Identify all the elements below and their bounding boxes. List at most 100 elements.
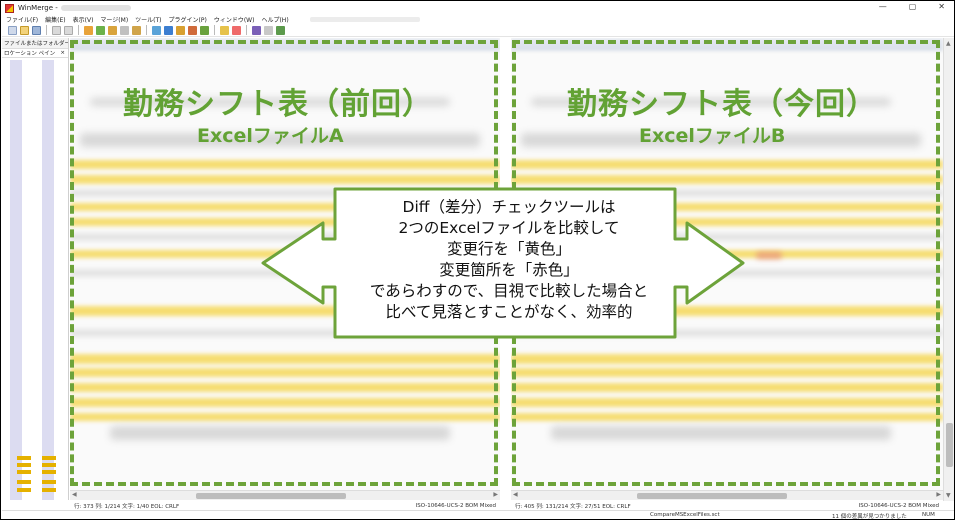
footer-filename: CompareMSExcelFiles.sct — [650, 512, 720, 518]
location-bar-right — [42, 60, 54, 500]
refresh-icon[interactable] — [252, 25, 261, 35]
location-pane-close-icon[interactable]: × — [60, 50, 65, 56]
right-status-position: 行: 405 列: 131/214 文字: 27/51 EOL: CRLF — [515, 503, 631, 510]
close-button[interactable]: ✕ — [938, 2, 945, 11]
maximize-button[interactable]: ▢ — [908, 2, 917, 11]
scroll-left-icon[interactable]: ◀ — [513, 491, 518, 498]
location-diff-mark — [42, 463, 56, 467]
undo-icon[interactable] — [52, 25, 61, 35]
right-pane-title: 勤務シフト表（今回） — [567, 87, 877, 122]
scroll-right-icon[interactable]: ▶ — [493, 491, 498, 498]
location-diff-mark — [42, 488, 56, 492]
location-pane: ファイルまたはフォルダーの ロケーション ペイン × — [2, 38, 69, 500]
menu-tools[interactable]: ツール(T) — [135, 16, 162, 24]
minimize-button[interactable]: — — [878, 2, 887, 11]
menu-view[interactable]: 表示(V) — [72, 16, 94, 24]
changed-row — [70, 218, 500, 226]
location-pane-map[interactable] — [4, 60, 67, 500]
copy-left-advance-icon[interactable] — [188, 25, 197, 35]
footer-status-bar: CompareMSExcelFiles.sct 11 個の差異が見つかりました … — [2, 510, 954, 520]
callout-line: 変更箇所を「赤色」 — [439, 261, 579, 279]
right-pane-subtitle: ExcelファイルB — [639, 125, 786, 147]
blurred-content — [521, 133, 921, 147]
left-status-encoding: ISO-10646-UCS-2 BOM Mixed — [415, 502, 496, 509]
vertical-scrollbar[interactable]: ▲ ▼ — [943, 38, 954, 501]
callout-line: Diff（差分）チェックツールは — [402, 198, 616, 216]
copy-right-advance-icon[interactable] — [176, 25, 185, 35]
compare-icon[interactable] — [264, 25, 273, 35]
plugin-icon[interactable] — [276, 25, 285, 35]
save-icon[interactable] — [32, 25, 41, 35]
vertical-scroll-thumb[interactable] — [946, 423, 953, 467]
toolbar — [2, 24, 954, 37]
right-horizontal-scroll-thumb[interactable] — [637, 493, 787, 499]
toolbar-separator — [78, 25, 79, 35]
prev-diff-icon[interactable] — [96, 25, 105, 35]
toolbar-separator — [146, 25, 147, 35]
footer-num-indicator: NUM — [922, 512, 935, 518]
left-pane-title: 勤務シフト表（前回） — [123, 87, 433, 122]
changed-row — [70, 306, 500, 316]
blurred-row — [70, 234, 500, 240]
filter-icon[interactable] — [232, 25, 241, 35]
changed-row — [70, 398, 500, 407]
changed-row — [70, 383, 500, 392]
location-diff-mark — [17, 470, 31, 474]
copy-all-icon[interactable] — [200, 25, 209, 35]
menu-bar: ファイル(F) 編集(E) 表示(V) マージ(M) ツール(T) プラグイン(… — [2, 14, 954, 24]
changed-row — [511, 218, 943, 226]
left-status-bar: 行: 373 列: 1/214 文字: 1/40 EOL: CRLF ISO-1… — [70, 501, 500, 510]
blurred-row — [511, 330, 943, 336]
changed-cell — [756, 252, 782, 259]
menu-plugins[interactable]: プラグイン(P) — [168, 16, 207, 24]
menu-file[interactable]: ファイル(F) — [6, 16, 39, 24]
redo-icon[interactable] — [64, 25, 73, 35]
blurred-row — [511, 190, 943, 196]
changed-row — [70, 160, 500, 169]
changed-row — [70, 368, 500, 377]
left-pane-subtitle: ExcelファイルA — [197, 125, 344, 147]
changed-row — [511, 398, 943, 407]
left-horizontal-scroll-thumb[interactable] — [196, 493, 346, 499]
footer-diff-count: 11 個の差異が見つかりました — [832, 514, 907, 520]
location-diff-mark — [17, 463, 31, 467]
scroll-up-icon[interactable]: ▲ — [946, 40, 951, 47]
changed-row — [511, 203, 943, 211]
menu-edit[interactable]: 編集(E) — [45, 16, 66, 24]
callout-line: 2つのExcelファイルを比較して — [398, 219, 620, 237]
location-pane-tab[interactable]: ファイルまたはフォルダーの — [2, 38, 68, 49]
blurred-content — [551, 426, 891, 440]
last-diff-icon[interactable] — [132, 25, 141, 35]
changed-row — [70, 175, 500, 184]
blurred-content — [90, 98, 450, 106]
options-icon[interactable] — [220, 25, 229, 35]
blurred-row — [70, 330, 500, 336]
double-arrow-shape — [261, 187, 745, 339]
changed-row — [511, 306, 943, 316]
new-icon[interactable] — [8, 25, 17, 35]
blurred-row — [511, 234, 943, 240]
callout-line: であらわすので、目視で比較した場合と — [369, 282, 649, 300]
scroll-right-icon[interactable]: ▶ — [936, 491, 941, 498]
menu-window[interactable]: ウィンドウ(W) — [213, 16, 255, 24]
open-icon[interactable] — [20, 25, 29, 35]
scroll-left-icon[interactable]: ◀ — [72, 491, 77, 498]
current-diff-icon[interactable] — [120, 25, 129, 35]
location-diff-mark — [42, 470, 56, 474]
next-diff-icon[interactable] — [84, 25, 93, 35]
location-diff-mark — [17, 456, 31, 460]
location-diff-mark — [42, 456, 56, 460]
blurred-content — [531, 98, 891, 106]
location-pane-header: ロケーション ペイン × — [2, 49, 68, 58]
changed-row — [511, 383, 943, 392]
location-pane-title: ロケーション ペイン — [4, 51, 56, 57]
copy-right-icon[interactable] — [152, 25, 161, 35]
copy-left-icon[interactable] — [164, 25, 173, 35]
menu-merge[interactable]: マージ(M) — [100, 16, 129, 24]
menu-help[interactable]: ヘルプ(H) — [261, 16, 289, 24]
scroll-down-icon[interactable]: ▼ — [946, 492, 951, 499]
first-diff-icon[interactable] — [108, 25, 117, 35]
left-horizontal-scrollbar[interactable]: ◀ ▶ — [70, 490, 500, 500]
right-horizontal-scrollbar[interactable]: ◀ ▶ — [511, 490, 943, 500]
